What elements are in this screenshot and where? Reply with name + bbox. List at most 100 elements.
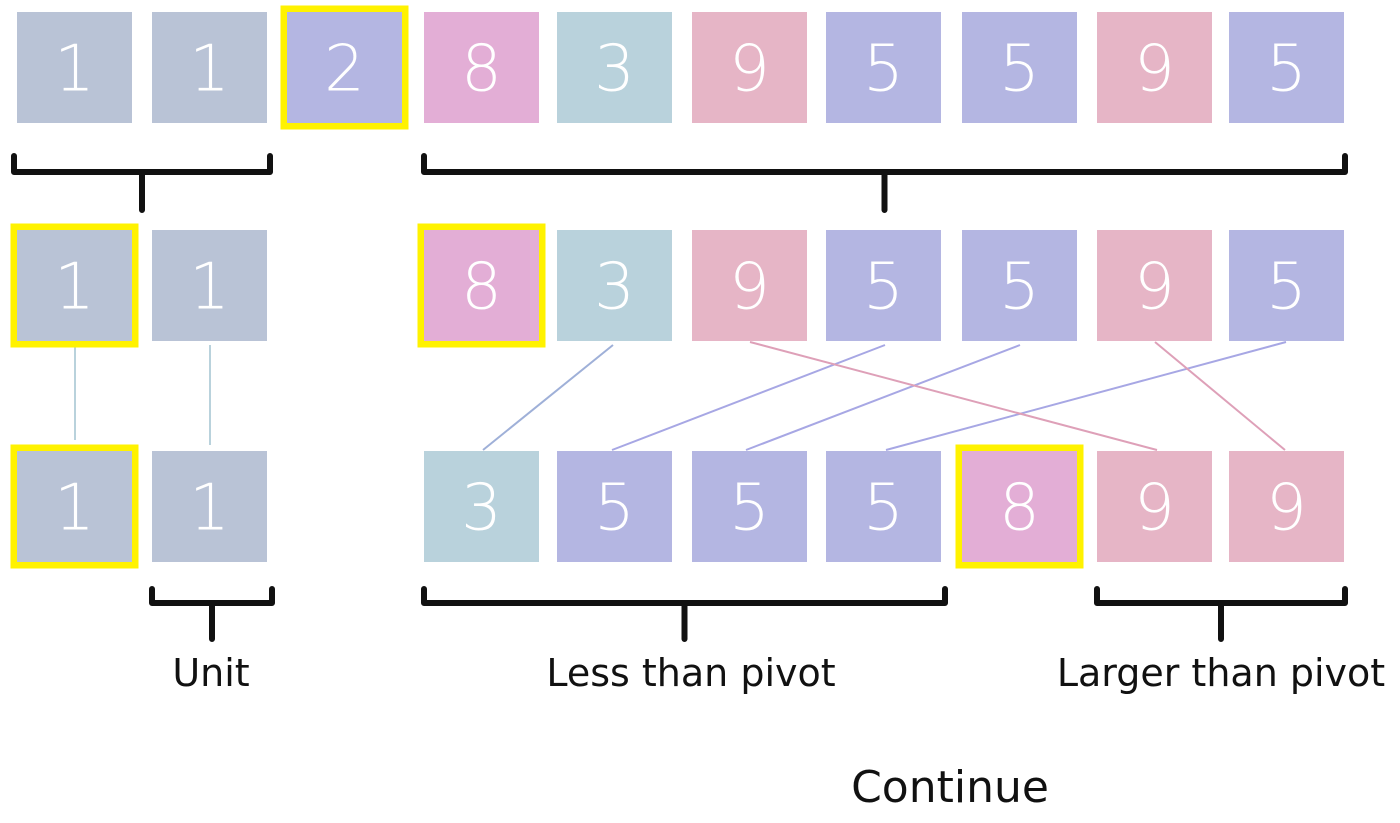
tile-box (692, 451, 807, 562)
pivot-highlight (280, 5, 409, 130)
bracket-larger-than-pivot (1094, 586, 1348, 642)
tile-value: 9 (729, 33, 770, 107)
tile-box (287, 12, 402, 123)
tile-value: 2 (324, 33, 365, 107)
tile-middle-right-5: 5 (962, 230, 1077, 341)
tile-middle-left-1: 1 (10, 223, 139, 348)
tile-box (557, 12, 672, 123)
tile-value: 5 (1266, 33, 1307, 107)
connector-line-5 (745, 344, 1021, 451)
tile-box (1097, 451, 1212, 562)
tile-value: 9 (1134, 472, 1175, 546)
tile-bottom-right-3: 5 (692, 451, 807, 562)
tile-box (17, 451, 132, 562)
tile-value: 9 (1134, 251, 1175, 325)
tile-box (826, 230, 941, 341)
tile-box (962, 230, 1077, 341)
tile-bottom-right-5: 8 (955, 444, 1084, 569)
tile-box (826, 12, 941, 123)
tile-box (1229, 451, 1344, 562)
tile-value: 5 (729, 472, 770, 546)
bracket-unit (149, 586, 275, 642)
tile-bottom-left-1: 1 (10, 444, 139, 569)
tile-box (152, 451, 267, 562)
tile-value: 5 (594, 472, 635, 546)
tile-value: 9 (1266, 472, 1307, 546)
tile-bottom-right-4: 5 (826, 451, 941, 562)
tile-bottom-right-1: 3 (424, 451, 539, 562)
tile-box (1097, 12, 1212, 123)
tile-box (17, 12, 132, 123)
tile-top-1: 1 (17, 12, 132, 123)
tile-value: 3 (594, 33, 635, 107)
brackets (11, 153, 1348, 642)
connector-line-3 (482, 344, 614, 451)
tile-middle-left-2: 1 (152, 230, 267, 341)
tile-box (152, 230, 267, 341)
tile-value: 9 (1134, 33, 1175, 107)
tile-box (962, 12, 1077, 123)
tile-middle-right-6: 9 (1097, 230, 1212, 341)
tile-top-9: 9 (1097, 12, 1212, 123)
tile-value: 3 (461, 472, 502, 546)
tile-box (557, 230, 672, 341)
tile-value: 1 (54, 251, 95, 325)
tile-box (1229, 12, 1344, 123)
tile-box (17, 230, 132, 341)
tile-top-6: 9 (692, 12, 807, 123)
tile-box (557, 451, 672, 562)
tile-box (826, 451, 941, 562)
tile-value: 5 (1266, 251, 1307, 325)
tile-box (424, 230, 539, 341)
unit-label: Unit (172, 651, 249, 695)
tile-box (424, 12, 539, 123)
connector-line-4 (611, 344, 886, 451)
tile-middle-right-3: 9 (692, 230, 807, 341)
tile-top-7: 5 (826, 12, 941, 123)
tile-value: 3 (594, 251, 635, 325)
tile-value: 8 (999, 472, 1040, 546)
tile-value: 8 (461, 33, 502, 107)
tile-bottom-left-2: 1 (152, 451, 267, 562)
tile-box (1229, 230, 1344, 341)
tile-top-4: 8 (424, 12, 539, 123)
tile-middle-right-2: 3 (557, 230, 672, 341)
less-than-pivot-label: Less than pivot (546, 651, 835, 695)
tile-value: 1 (54, 33, 95, 107)
tile-top-2: 1 (152, 12, 267, 123)
tile-bottom-right-2: 5 (557, 451, 672, 562)
connector-lines (74, 341, 1287, 451)
tile-bottom-right-6: 9 (1097, 451, 1212, 562)
tile-value: 1 (189, 33, 230, 107)
pivot-highlight (10, 223, 139, 348)
tile-value: 5 (863, 33, 904, 107)
tile-box (962, 451, 1077, 562)
larger-than-pivot-label: Larger than pivot (1057, 651, 1385, 695)
bracket-right-group (421, 153, 1348, 213)
tile-box (152, 12, 267, 123)
tile-top-3: 2 (280, 5, 409, 130)
connector-line-7 (749, 341, 1158, 451)
tile-value: 1 (189, 472, 230, 546)
continue-button[interactable]: Continue (851, 762, 1049, 813)
tile-box (1097, 230, 1212, 341)
connector-line-6 (885, 341, 1287, 451)
tile-box (424, 451, 539, 562)
bracket-less-than-pivot (421, 586, 948, 642)
tile-value: 8 (461, 251, 502, 325)
tile-middle-right-1: 8 (417, 223, 546, 348)
tile-box (692, 12, 807, 123)
tile-value: 1 (54, 472, 95, 546)
connector-line-8 (1154, 341, 1286, 451)
tile-value: 1 (189, 251, 230, 325)
tile-value: 9 (729, 251, 770, 325)
pivot-highlight (10, 444, 139, 569)
tile-top-10: 5 (1229, 12, 1344, 123)
tile-value: 5 (863, 251, 904, 325)
tile-bottom-right-7: 9 (1229, 451, 1344, 562)
tile-middle-right-4: 5 (826, 230, 941, 341)
pivot-highlight (417, 223, 546, 348)
tile-value: 5 (863, 472, 904, 546)
